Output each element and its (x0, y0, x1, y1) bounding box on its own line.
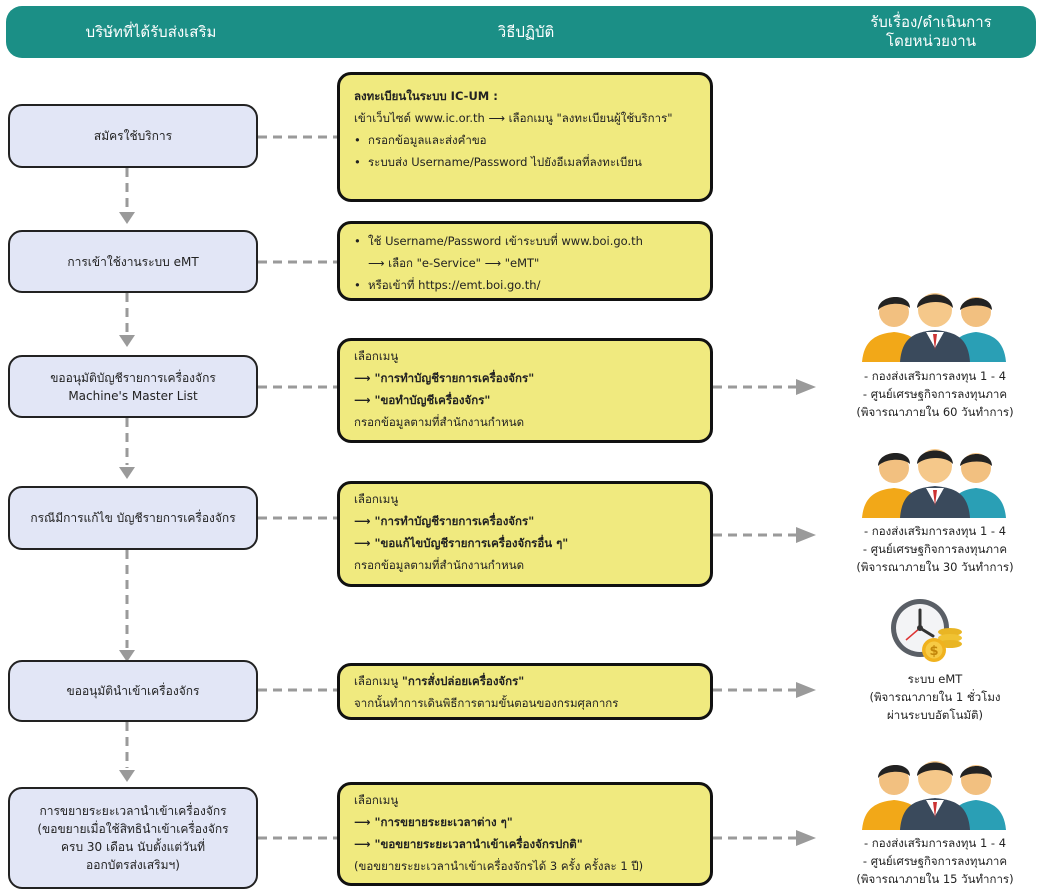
header-company: บริษัทที่ได้รับส่งเสริม (85, 22, 217, 41)
arrowhead-right5 (796, 682, 816, 698)
action-title: ลงทะเบียนในระบบ IC-UM : (354, 89, 498, 103)
agency-import-approval: ระบบ eMT (พิจารณาภายใน 1 ชั่วโมง ผ่านระบ… (869, 672, 1001, 722)
action-master-list: เลือกเมนู ⟶ "การทำบัญชีรายการเครื่องจักร… (337, 338, 713, 443)
header-agency: รับเรื่อง/ดำเนินการโดยหน่วยงาน (870, 13, 992, 50)
action-register: ลงทะเบียนในระบบ IC-UM : เข้าเว็บไซต์ www… (337, 72, 713, 202)
step-login-emt: การเข้าใช้งานระบบ eMT (8, 230, 258, 293)
svg-text:$: $ (929, 644, 938, 659)
header-bar: บริษัทที่ได้รับส่งเสริม วิธีปฏิบัติ รับเ… (6, 6, 1036, 58)
agency-edit-list: - กองส่งเสริมการลงทุน 1 - 4 - ศูนย์เศรษฐ… (856, 524, 1014, 574)
action-extend-import: เลือกเมนู ⟶ "การขยายระยะเวลาต่าง ๆ" ⟶ "ข… (337, 782, 713, 886)
list-item: กรอกข้อมูลและส่งคำขอ (354, 129, 698, 151)
action-edit-list: เลือกเมนู ⟶ "การทำบัญชีรายการเครื่องจักร… (337, 481, 713, 587)
arrowhead-down4 (119, 650, 135, 662)
arrowhead-down5 (119, 770, 135, 782)
people-group-icon (862, 449, 1006, 518)
arrowhead-right4 (796, 527, 816, 543)
arrowhead-down3 (119, 467, 135, 479)
action-import-approval: เลือกเมนู "การสั่งปล่อยเครื่องจักร" จากน… (337, 663, 713, 720)
agency-master-list: - กองส่งเสริมการลงทุน 1 - 4 - ศูนย์เศรษฐ… (856, 369, 1014, 419)
arrowhead-down2 (119, 335, 135, 347)
people-group-icon (862, 293, 1006, 362)
people-group-icon (862, 761, 1006, 830)
step-register: สมัครใช้บริการ (8, 104, 258, 168)
step-edit-list: กรณีมีการแก้ไข บัญชีรายการเครื่องจักร (8, 486, 258, 550)
list-item: หรือเข้าที่ https://emt.boi.go.th/ (354, 274, 698, 296)
action-login-emt: ใช้ Username/Password เข้าระบบที่ www.bo… (337, 221, 713, 301)
arrowhead-right6 (796, 830, 816, 846)
header-procedure: วิธีปฏิบัติ (497, 22, 555, 41)
step-extend-import: การขยายระยะเวลานำเข้าเครื่องจักร(ขอขยายเ… (8, 787, 258, 889)
list-item: ระบบส่ง Username/Password ไปยังอีเมลที่ล… (354, 151, 698, 173)
agency-extend-import: - กองส่งเสริมการลงทุน 1 - 4 - ศูนย์เศรษฐ… (856, 836, 1014, 886)
arrowhead-down1 (119, 212, 135, 224)
list-item: ใช้ Username/Password เข้าระบบที่ www.bo… (354, 230, 698, 252)
arrowhead-right3 (796, 379, 816, 395)
clock-coins-icon: $ (891, 599, 962, 662)
step-import-approval: ขออนุมัตินำเข้าเครื่องจักร (8, 660, 258, 722)
